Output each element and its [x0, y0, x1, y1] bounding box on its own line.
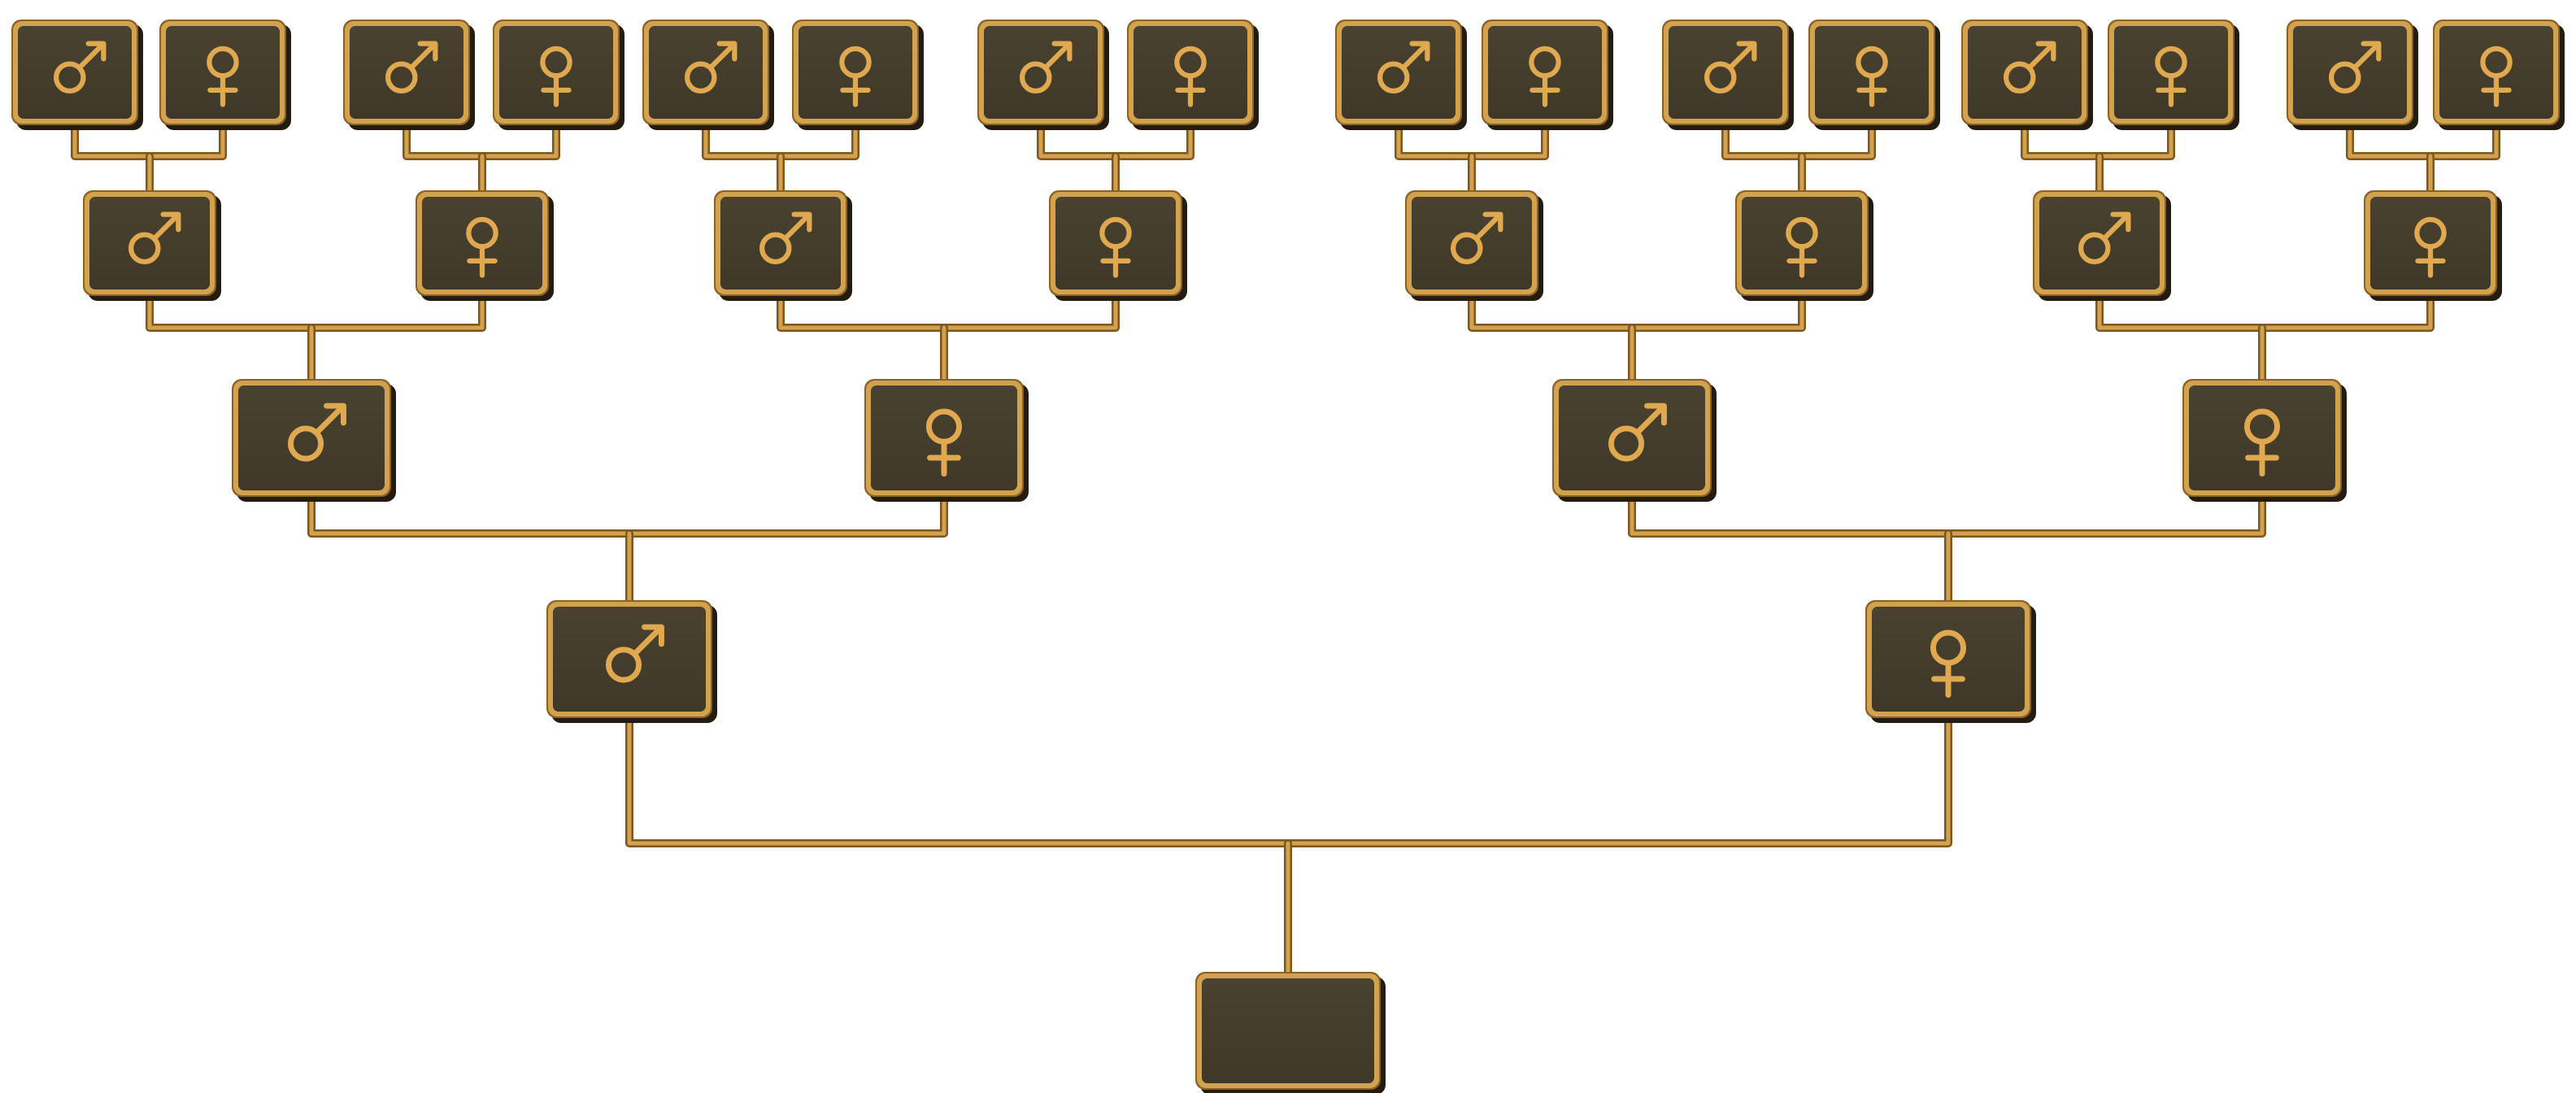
ancestor-box-male — [1662, 20, 1794, 130]
female-symbol-icon — [1099, 216, 1132, 278]
male-symbol-icon — [1377, 41, 1430, 94]
connector-lines — [71, 121, 2500, 976]
male-symbol-icon — [1019, 41, 1073, 94]
ancestor-box-female — [2182, 379, 2347, 502]
male-symbol-icon — [2004, 41, 2056, 94]
male-symbol-icon — [128, 211, 181, 264]
ancestor-box-female — [864, 379, 1029, 502]
ancestor-box-female — [1482, 20, 1613, 130]
female-symbol-icon — [1930, 629, 1967, 699]
ancestor-box-female — [1735, 190, 1873, 301]
female-symbol-icon — [466, 216, 498, 278]
ancestor-box-female — [792, 20, 924, 130]
male-symbol-icon — [2329, 41, 2382, 94]
ancestor-box-female — [2433, 20, 2565, 130]
male-symbol-icon — [288, 403, 346, 462]
female-symbol-icon — [540, 46, 572, 107]
ancestor-box-male — [343, 20, 475, 130]
male-symbol-icon — [1450, 211, 1503, 264]
ancestor-box-male — [11, 20, 143, 130]
pair-connector — [146, 292, 486, 332]
male-symbol-icon — [1608, 403, 1667, 462]
male-symbol-icon — [1704, 41, 1757, 94]
female-symbol-icon — [1856, 46, 1888, 107]
female-symbol-icon — [2414, 216, 2447, 278]
pair-connector — [307, 493, 948, 538]
ancestor-box-male — [1405, 190, 1543, 301]
ancestor-box-male — [546, 600, 717, 723]
ancestor-box-female — [2108, 20, 2239, 130]
female-symbol-icon — [2243, 408, 2281, 477]
male-symbol-icon — [684, 41, 738, 94]
ancestor-box-male — [1552, 379, 1717, 502]
ancestor-boxes — [11, 20, 2565, 1093]
female-symbol-icon — [839, 46, 872, 107]
ancestor-box-male — [2033, 190, 2171, 301]
female-symbol-icon — [2480, 46, 2513, 107]
male-symbol-icon — [54, 41, 107, 94]
pair-connector — [625, 714, 1952, 847]
ancestor-box-female — [2364, 190, 2502, 301]
female-symbol-icon — [2155, 46, 2187, 107]
ancestor-box-male — [83, 190, 221, 301]
ancestor-box-male — [1961, 20, 2093, 130]
ancestor-box-male — [977, 20, 1109, 130]
ancestor-box-female — [493, 20, 624, 130]
male-symbol-icon — [759, 211, 812, 264]
female-symbol-icon — [207, 46, 239, 107]
ancestor-box-male — [642, 20, 774, 130]
ancestor-box-male — [232, 379, 396, 502]
root-box — [1195, 972, 1386, 1093]
female-symbol-icon — [1529, 46, 1561, 107]
pair-connector — [2346, 121, 2500, 160]
ancestor-box-female — [159, 20, 291, 130]
female-symbol-icon — [925, 408, 963, 477]
ancestor-box-male — [714, 190, 852, 301]
ancestor-box-female — [1049, 190, 1187, 301]
ancestor-box-male — [2287, 20, 2418, 130]
ancestor-box-female — [1865, 600, 2036, 723]
female-symbol-icon — [1174, 46, 1207, 107]
pair-connector — [1628, 493, 2266, 538]
male-symbol-icon — [385, 41, 438, 94]
ancestor-box-male — [1335, 20, 1467, 130]
male-symbol-icon — [605, 624, 664, 683]
female-symbol-icon — [1786, 216, 1818, 278]
ancestor-box-female — [1127, 20, 1259, 130]
pair-connector — [1468, 292, 1806, 332]
male-symbol-icon — [2078, 211, 2131, 264]
ancestor-box-female — [1808, 20, 1940, 130]
ancestor-box-female — [416, 190, 554, 301]
